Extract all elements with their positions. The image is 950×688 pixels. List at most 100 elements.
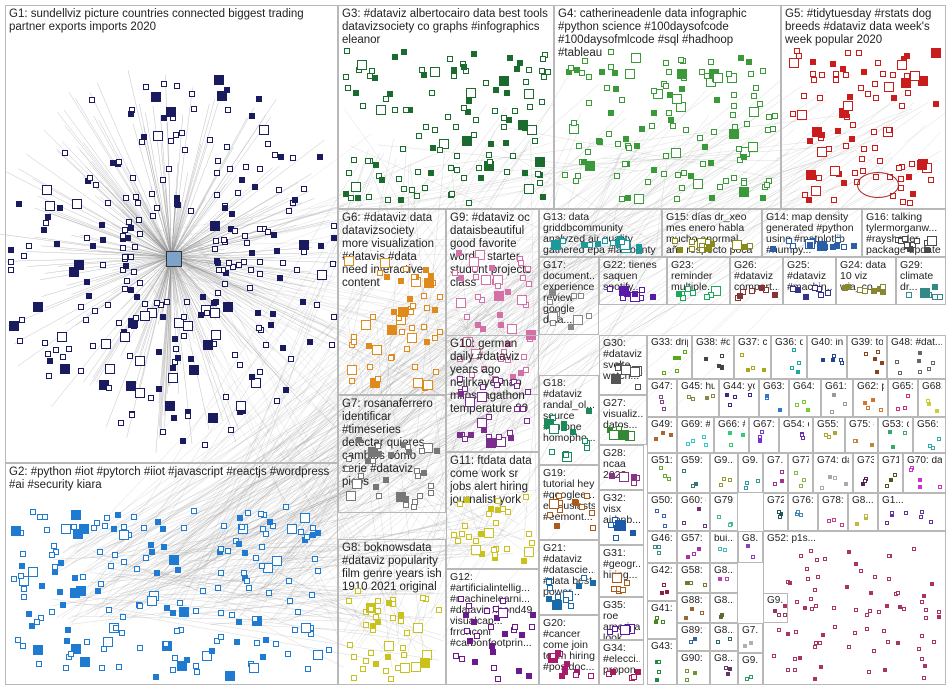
group-g93[interactable]: G1...	[878, 493, 946, 531]
vertex[interactable]	[57, 205, 63, 211]
vertex[interactable]	[72, 199, 82, 209]
vertex[interactable]	[404, 630, 410, 636]
vertex[interactable]	[93, 182, 99, 188]
group-g24[interactable]: G24: data 10 viz wia_co...	[836, 257, 896, 305]
vertex[interactable]	[224, 144, 230, 150]
vertex[interactable]	[46, 373, 52, 379]
vertex[interactable]	[223, 302, 233, 312]
vertex[interactable]	[225, 671, 235, 681]
vertex[interactable]	[863, 479, 867, 483]
vertex[interactable]	[886, 640, 890, 644]
vertex[interactable]	[748, 393, 752, 397]
vertex[interactable]	[286, 578, 292, 584]
vertex[interactable]	[49, 552, 55, 558]
vertex[interactable]	[663, 524, 667, 528]
vertex[interactable]	[133, 315, 139, 321]
vertex[interactable]	[615, 365, 621, 371]
vertex[interactable]	[655, 616, 659, 620]
vertex[interactable]	[459, 656, 465, 662]
vertex[interactable]	[794, 471, 798, 475]
vertex[interactable]	[904, 511, 908, 515]
vertex[interactable]	[21, 586, 27, 592]
vertex[interactable]	[803, 294, 809, 300]
vertex[interactable]	[421, 324, 427, 330]
vertex[interactable]	[259, 125, 269, 135]
group-g30[interactable]: G30: #dataviz svelte watch...	[599, 335, 647, 395]
vertex[interactable]	[153, 674, 159, 680]
vertex[interactable]	[799, 554, 803, 558]
vertex[interactable]	[300, 513, 310, 523]
vertex[interactable]	[271, 232, 277, 238]
vertex[interactable]	[586, 408, 592, 414]
vertex[interactable]	[388, 452, 394, 458]
vertex[interactable]	[896, 407, 900, 411]
group-g34[interactable]: G34: #elecci... propon...	[599, 640, 644, 685]
vertex[interactable]	[189, 91, 195, 97]
group-g83[interactable]: G8... co...	[710, 563, 738, 593]
vertex[interactable]	[313, 650, 323, 660]
vertex[interactable]	[697, 135, 703, 141]
vertex[interactable]	[814, 604, 818, 608]
vertex[interactable]	[100, 262, 106, 268]
vertex[interactable]	[214, 170, 220, 176]
vertex[interactable]	[728, 431, 732, 435]
vertex[interactable]	[118, 420, 124, 426]
vertex[interactable]	[185, 413, 191, 419]
vertex[interactable]	[495, 676, 501, 682]
vertex[interactable]	[160, 314, 166, 320]
vertex[interactable]	[343, 191, 349, 197]
vertex[interactable]	[200, 588, 206, 594]
vertex[interactable]	[295, 609, 301, 615]
vertex[interactable]	[651, 88, 657, 94]
vertex[interactable]	[19, 563, 25, 569]
vertex[interactable]	[21, 594, 27, 600]
vertex[interactable]	[744, 121, 750, 127]
vertex[interactable]	[738, 55, 744, 61]
vertex[interactable]	[357, 60, 367, 70]
group-g14[interactable]: G14: map density generated #python using…	[762, 209, 862, 257]
vertex[interactable]	[259, 544, 265, 550]
group-g96[interactable]: G7... #to...	[763, 453, 788, 493]
vertex[interactable]	[898, 605, 902, 609]
vertex[interactable]	[244, 578, 250, 584]
vertex[interactable]	[90, 243, 96, 249]
vertex[interactable]	[685, 286, 691, 292]
vertex[interactable]	[918, 485, 922, 489]
vertex[interactable]	[179, 130, 185, 136]
vertex[interactable]	[823, 557, 827, 561]
vertex[interactable]	[714, 97, 720, 103]
vertex[interactable]	[484, 528, 494, 538]
vertex[interactable]	[18, 573, 24, 579]
vertex[interactable]	[52, 569, 58, 575]
vertex[interactable]	[630, 367, 640, 377]
group-g25[interactable]: G25: #dataviz #machin...	[783, 257, 836, 305]
vertex[interactable]	[155, 519, 161, 525]
vertex[interactable]	[626, 145, 632, 151]
vertex[interactable]	[137, 645, 143, 651]
group-g38[interactable]: G38: #datav...	[692, 335, 734, 379]
vertex[interactable]	[215, 158, 221, 164]
vertex[interactable]	[346, 170, 352, 176]
vertex[interactable]	[595, 241, 601, 247]
vertex[interactable]	[411, 662, 421, 672]
vertex[interactable]	[845, 50, 851, 56]
vertex[interactable]	[624, 580, 630, 586]
vertex[interactable]	[662, 583, 666, 587]
vertex[interactable]	[672, 238, 678, 244]
vertex[interactable]	[904, 53, 910, 59]
vertex[interactable]	[909, 468, 913, 472]
vertex[interactable]	[840, 361, 844, 365]
vertex[interactable]	[885, 521, 889, 525]
vertex[interactable]	[659, 395, 663, 399]
vertex[interactable]	[409, 325, 415, 331]
vertex[interactable]	[493, 520, 499, 526]
vertex[interactable]	[853, 631, 857, 635]
vertex[interactable]	[160, 429, 166, 435]
vertex[interactable]	[773, 609, 777, 613]
vertex[interactable]	[156, 349, 162, 355]
vertex[interactable]	[623, 136, 629, 142]
vertex[interactable]	[731, 175, 737, 181]
vertex[interactable]	[619, 430, 629, 440]
vertex[interactable]	[504, 546, 510, 552]
vertex[interactable]	[607, 286, 613, 292]
